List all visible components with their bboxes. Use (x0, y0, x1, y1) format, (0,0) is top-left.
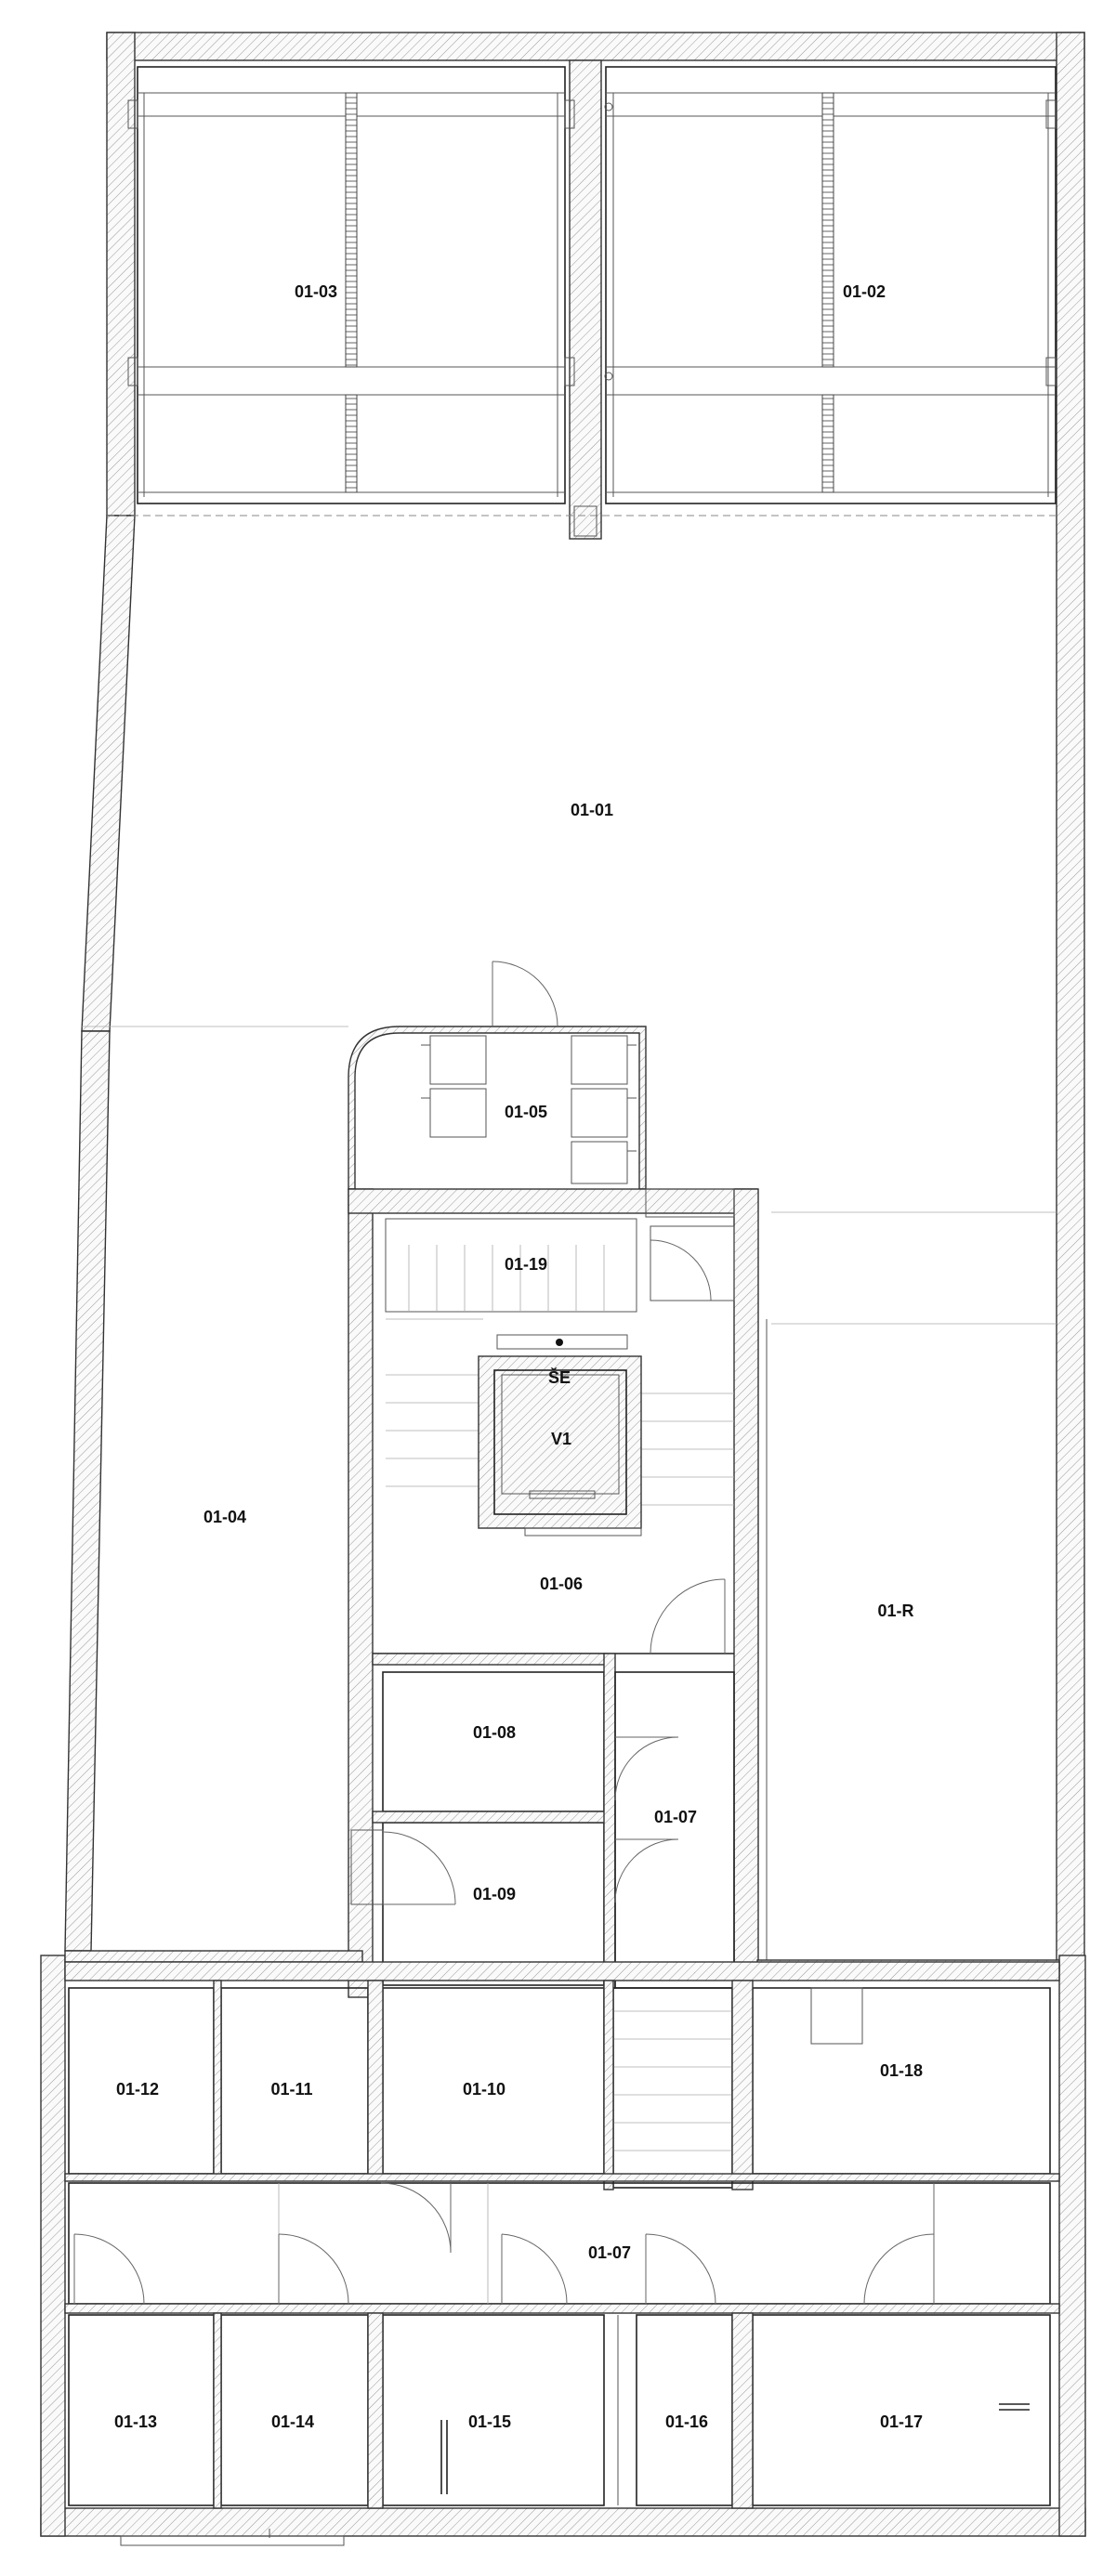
lower-zone (64, 1961, 1060, 2546)
room-label-01-02: 01-02 (843, 282, 886, 301)
room-label-01-08: 01-08 (473, 1723, 516, 1742)
core-walls (348, 1188, 768, 1998)
shaft-label: ŠE (548, 1367, 571, 1387)
room-label-01-10: 01-10 (463, 2080, 505, 2099)
room-label-01-12: 01-12 (116, 2080, 159, 2099)
room-label-01-09: 01-09 (473, 1885, 516, 1903)
room-label-01-11: 01-11 (270, 2080, 312, 2099)
room-label-01-06: 01-06 (540, 1575, 583, 1593)
hall-01-01 (82, 1026, 1057, 1325)
garage-01-03 (127, 66, 575, 504)
room-label-01-01: 01-01 (571, 801, 613, 819)
room-label-01-17: 01-17 (880, 2413, 923, 2431)
room-label-01-18: 01-18 (880, 2061, 923, 2080)
room-01-05 (348, 961, 647, 1190)
room-label-01-19: 01-19 (505, 1255, 547, 1274)
room-label-01-13: 01-13 (114, 2413, 157, 2431)
room-label-01-04: 01-04 (204, 1508, 246, 1526)
room-label-01-03: 01-03 (295, 282, 337, 301)
room-label-01-05: 01-05 (505, 1103, 547, 1121)
rooms-mid (350, 1653, 735, 1989)
outer-walls (40, 32, 1086, 2537)
room-labels: 01-03 01-02 01-01 01-05 01-19 ŠE V1 01-0… (114, 282, 923, 2431)
room-label-01-07-corridor: 01-07 (588, 2243, 631, 2262)
room-label-01-15: 01-15 (468, 2413, 511, 2431)
room-label-01-16: 01-16 (665, 2413, 708, 2431)
elevator-label: V1 (551, 1430, 571, 1448)
garage-01-02 (604, 66, 1057, 504)
room-label-01-r: 01-R (877, 1602, 913, 1620)
room-label-01-07-upper: 01-07 (654, 1808, 697, 1826)
room-label-01-14: 01-14 (271, 2413, 314, 2431)
